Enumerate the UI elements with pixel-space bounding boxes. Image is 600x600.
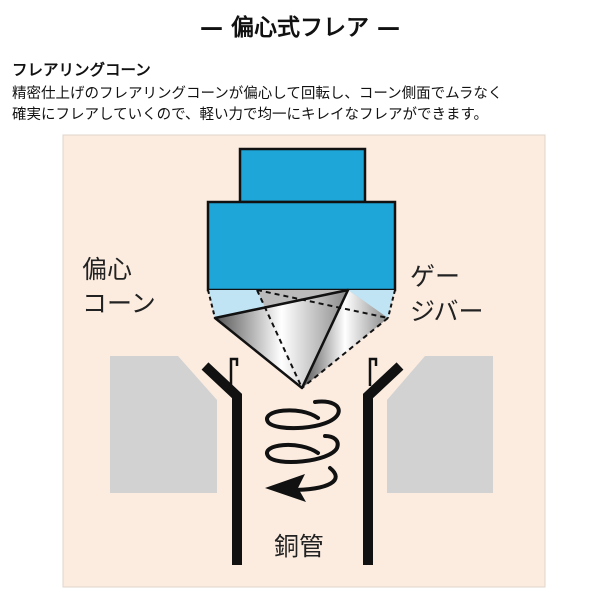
right-hook-mark bbox=[368, 357, 378, 386]
label-gauge-2: ジバー bbox=[410, 297, 484, 326]
section-heading: フレアリングコーン bbox=[12, 61, 151, 79]
left-die-block bbox=[110, 356, 217, 493]
copper-pipe-right-wall bbox=[363, 362, 404, 565]
rotation-arrow-icon bbox=[265, 399, 341, 492]
left-hook-mark bbox=[229, 357, 239, 386]
eccentric-cone bbox=[213, 288, 389, 390]
cone-holder bbox=[206, 200, 397, 292]
arrow-head-icon bbox=[265, 474, 306, 502]
cone-shaft bbox=[238, 147, 367, 204]
description: 精密仕上げのフレアリングコーンが偏心して回転し、コーン側面でムラなく 確実にフレ… bbox=[12, 84, 597, 126]
right-die-block bbox=[387, 356, 493, 493]
label-cone-1: 偏心 bbox=[82, 255, 132, 284]
copper-pipe-left-wall bbox=[201, 362, 242, 565]
label-copper-pipe: 銅管 bbox=[274, 532, 324, 561]
label-cone-2: コーン bbox=[82, 289, 156, 318]
description-line: 確実にフレアしていくので、軽い力で均一にキレイなフレアができます。 bbox=[12, 107, 489, 123]
label-gauge-1: ゲー bbox=[410, 262, 460, 291]
skirt-edge-left bbox=[207, 289, 216, 319]
page-title: — 偏心式フレア — bbox=[199, 15, 400, 41]
skirt-edge-right bbox=[387, 289, 396, 319]
description-line: 精密仕上げのフレアリングコーンが偏心して回転し、コーン側面でムラなく bbox=[12, 86, 503, 102]
